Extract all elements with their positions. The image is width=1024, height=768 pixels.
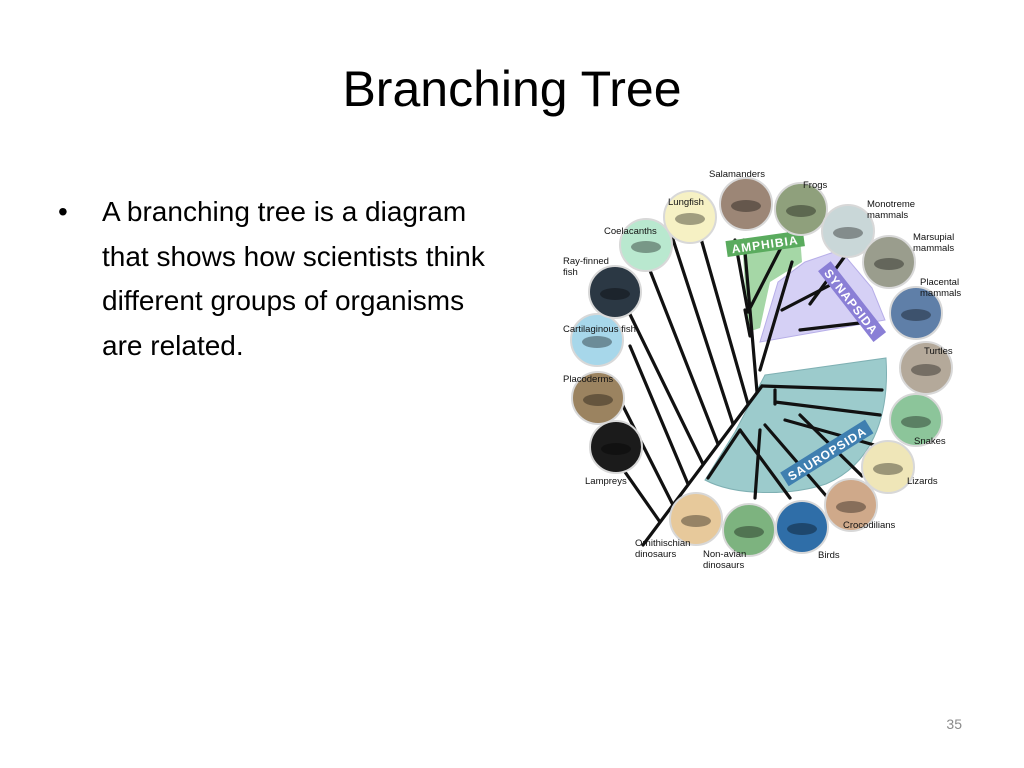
bird-icon [775, 500, 829, 554]
group-label-birds: Birds [818, 550, 840, 561]
snake-icon [889, 393, 943, 447]
lamprey-icon [589, 420, 643, 474]
group-node-birds: Birds [775, 500, 840, 561]
turtle-icon [899, 341, 953, 395]
group-label-snakes: Snakes [914, 436, 946, 447]
placental-mammal-icon-silhouette [901, 309, 931, 321]
lungfish-icon [663, 190, 717, 244]
placoderm-icon-silhouette [583, 394, 613, 406]
synapsida-region [759, 249, 886, 343]
group-node-lizards: Lizards [861, 440, 938, 494]
bird-icon-silhouette [787, 523, 817, 535]
shark-icon-silhouette [582, 336, 612, 348]
bullet-item: • A branching tree is a diagram that sho… [58, 190, 488, 368]
ornithischian-icon-silhouette [681, 515, 711, 527]
group-label-cartilaginous: Cartilaginous fish [563, 324, 636, 335]
turtle-icon-silhouette [911, 364, 941, 376]
ornithischian-icon [669, 492, 723, 546]
group-node-lampreys: Lampreys [585, 420, 643, 487]
group-node-coelacanths: Coelacanths [604, 218, 673, 272]
group-node-cartilaginous: Cartilaginous fish [563, 313, 636, 367]
snake-icon-silhouette [901, 416, 931, 428]
group-label-turtles: Turtles [924, 346, 953, 357]
group-node-salamanders: Salamanders [709, 169, 773, 231]
group-node-snakes: Snakes [889, 393, 946, 447]
coelacanth-icon [619, 218, 673, 272]
placoderm-icon [571, 371, 625, 425]
group-label-crocodilians: Crocodilians [843, 520, 896, 531]
group-label-lampreys: Lampreys [585, 476, 627, 487]
crocodile-icon-silhouette [836, 501, 866, 513]
lizard-icon-silhouette [873, 463, 903, 475]
group-node-frogs: Frogs [774, 180, 828, 236]
opossum-icon-silhouette [874, 258, 904, 270]
group-nodes: Lampreys Placoderms Cartilaginous fish Ray-… [563, 169, 961, 571]
sauropsida-region [704, 357, 887, 493]
group-label-frogs: Frogs [803, 180, 828, 191]
frog-icon-silhouette [786, 205, 816, 217]
group-label-placoderms: Placoderms [563, 374, 613, 385]
amphibia-region [742, 236, 802, 332]
slide-title: Branching Tree [342, 61, 682, 117]
echidna-icon [821, 204, 875, 258]
salamander-icon [719, 177, 773, 231]
dinosaur-icon-silhouette [734, 526, 764, 538]
group-node-lungfish: Lungfish [663, 190, 717, 244]
group-label-salamanders: Salamanders [709, 169, 765, 180]
shark-icon [570, 313, 624, 367]
lungfish-icon-silhouette [675, 213, 705, 225]
group-label-lungfish: Lungfish [668, 197, 704, 208]
ray-finned-fish-icon-silhouette [600, 288, 630, 300]
group-node-placoderms: Placoderms [563, 371, 625, 425]
crocodile-icon [824, 478, 878, 532]
bullet-text: A branching tree is a diagram that shows… [102, 196, 485, 361]
group-node-turtles: Turtles [899, 341, 953, 395]
bullet-dot-icon: • [58, 196, 68, 227]
opossum-icon [862, 235, 916, 289]
dinosaur-icon [722, 503, 776, 557]
coelacanth-icon-silhouette [631, 241, 661, 253]
group-label-coelacanths: Coelacanths [604, 226, 657, 237]
echidna-icon-silhouette [833, 227, 863, 239]
page-number: 35 [946, 716, 962, 732]
group-node-crocodilians: Crocodilians [824, 478, 896, 532]
tree-branches [616, 212, 887, 547]
group-label-lizards: Lizards [907, 476, 938, 487]
ray-finned-fish-icon [588, 265, 642, 319]
lamprey-icon-silhouette [601, 443, 631, 455]
lizard-icon [861, 440, 915, 494]
placental-mammal-icon [889, 286, 943, 340]
bullet-list: • A branching tree is a diagram that sho… [58, 190, 488, 368]
frog-icon [774, 182, 828, 236]
salamander-icon-silhouette [731, 200, 761, 212]
